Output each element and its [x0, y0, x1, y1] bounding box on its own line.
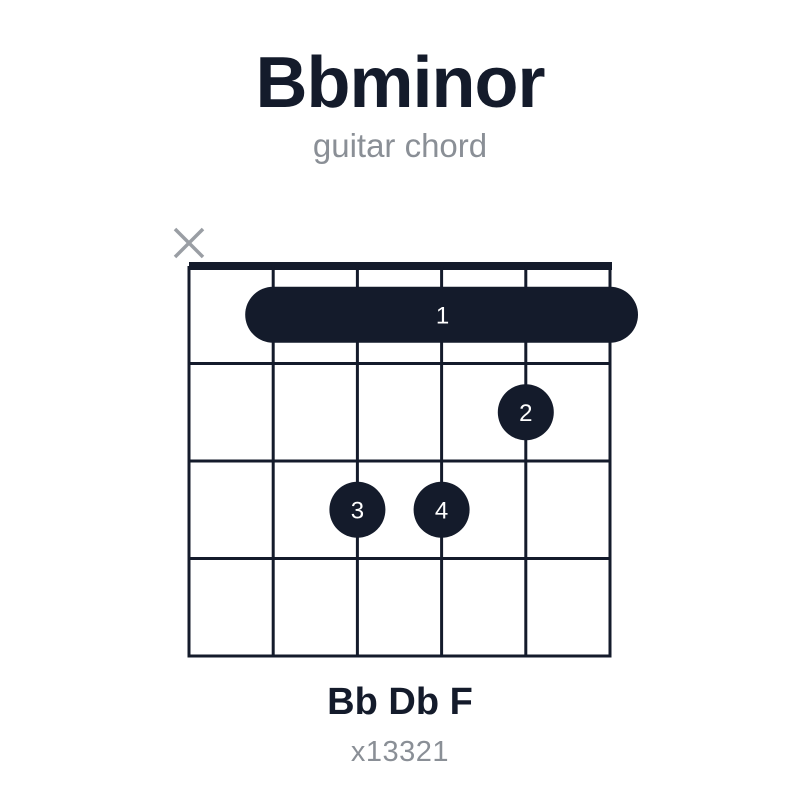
chord-notes: Bb Db F: [327, 681, 473, 723]
chord-subtitle: guitar chord: [312, 127, 488, 164]
chord-title: Bbminor: [255, 43, 546, 123]
string-markers: [173, 227, 205, 259]
barre: [245, 286, 638, 343]
barre-finger-label: 1: [436, 302, 449, 329]
finger-positions: 1 2 3 4: [245, 286, 638, 538]
nut: [189, 262, 612, 270]
finger-dot: [413, 481, 470, 538]
finger-dot: [329, 481, 386, 538]
chord-fingering: x13321: [350, 736, 450, 768]
x-mark-stroke: [173, 227, 205, 259]
finger-number: 3: [351, 497, 364, 524]
finger-dot: [497, 384, 554, 441]
finger-number: 2: [519, 400, 532, 427]
finger-number: 4: [435, 497, 448, 524]
fretboard-grid: [187, 262, 612, 658]
x-mark-icon: [173, 227, 205, 259]
